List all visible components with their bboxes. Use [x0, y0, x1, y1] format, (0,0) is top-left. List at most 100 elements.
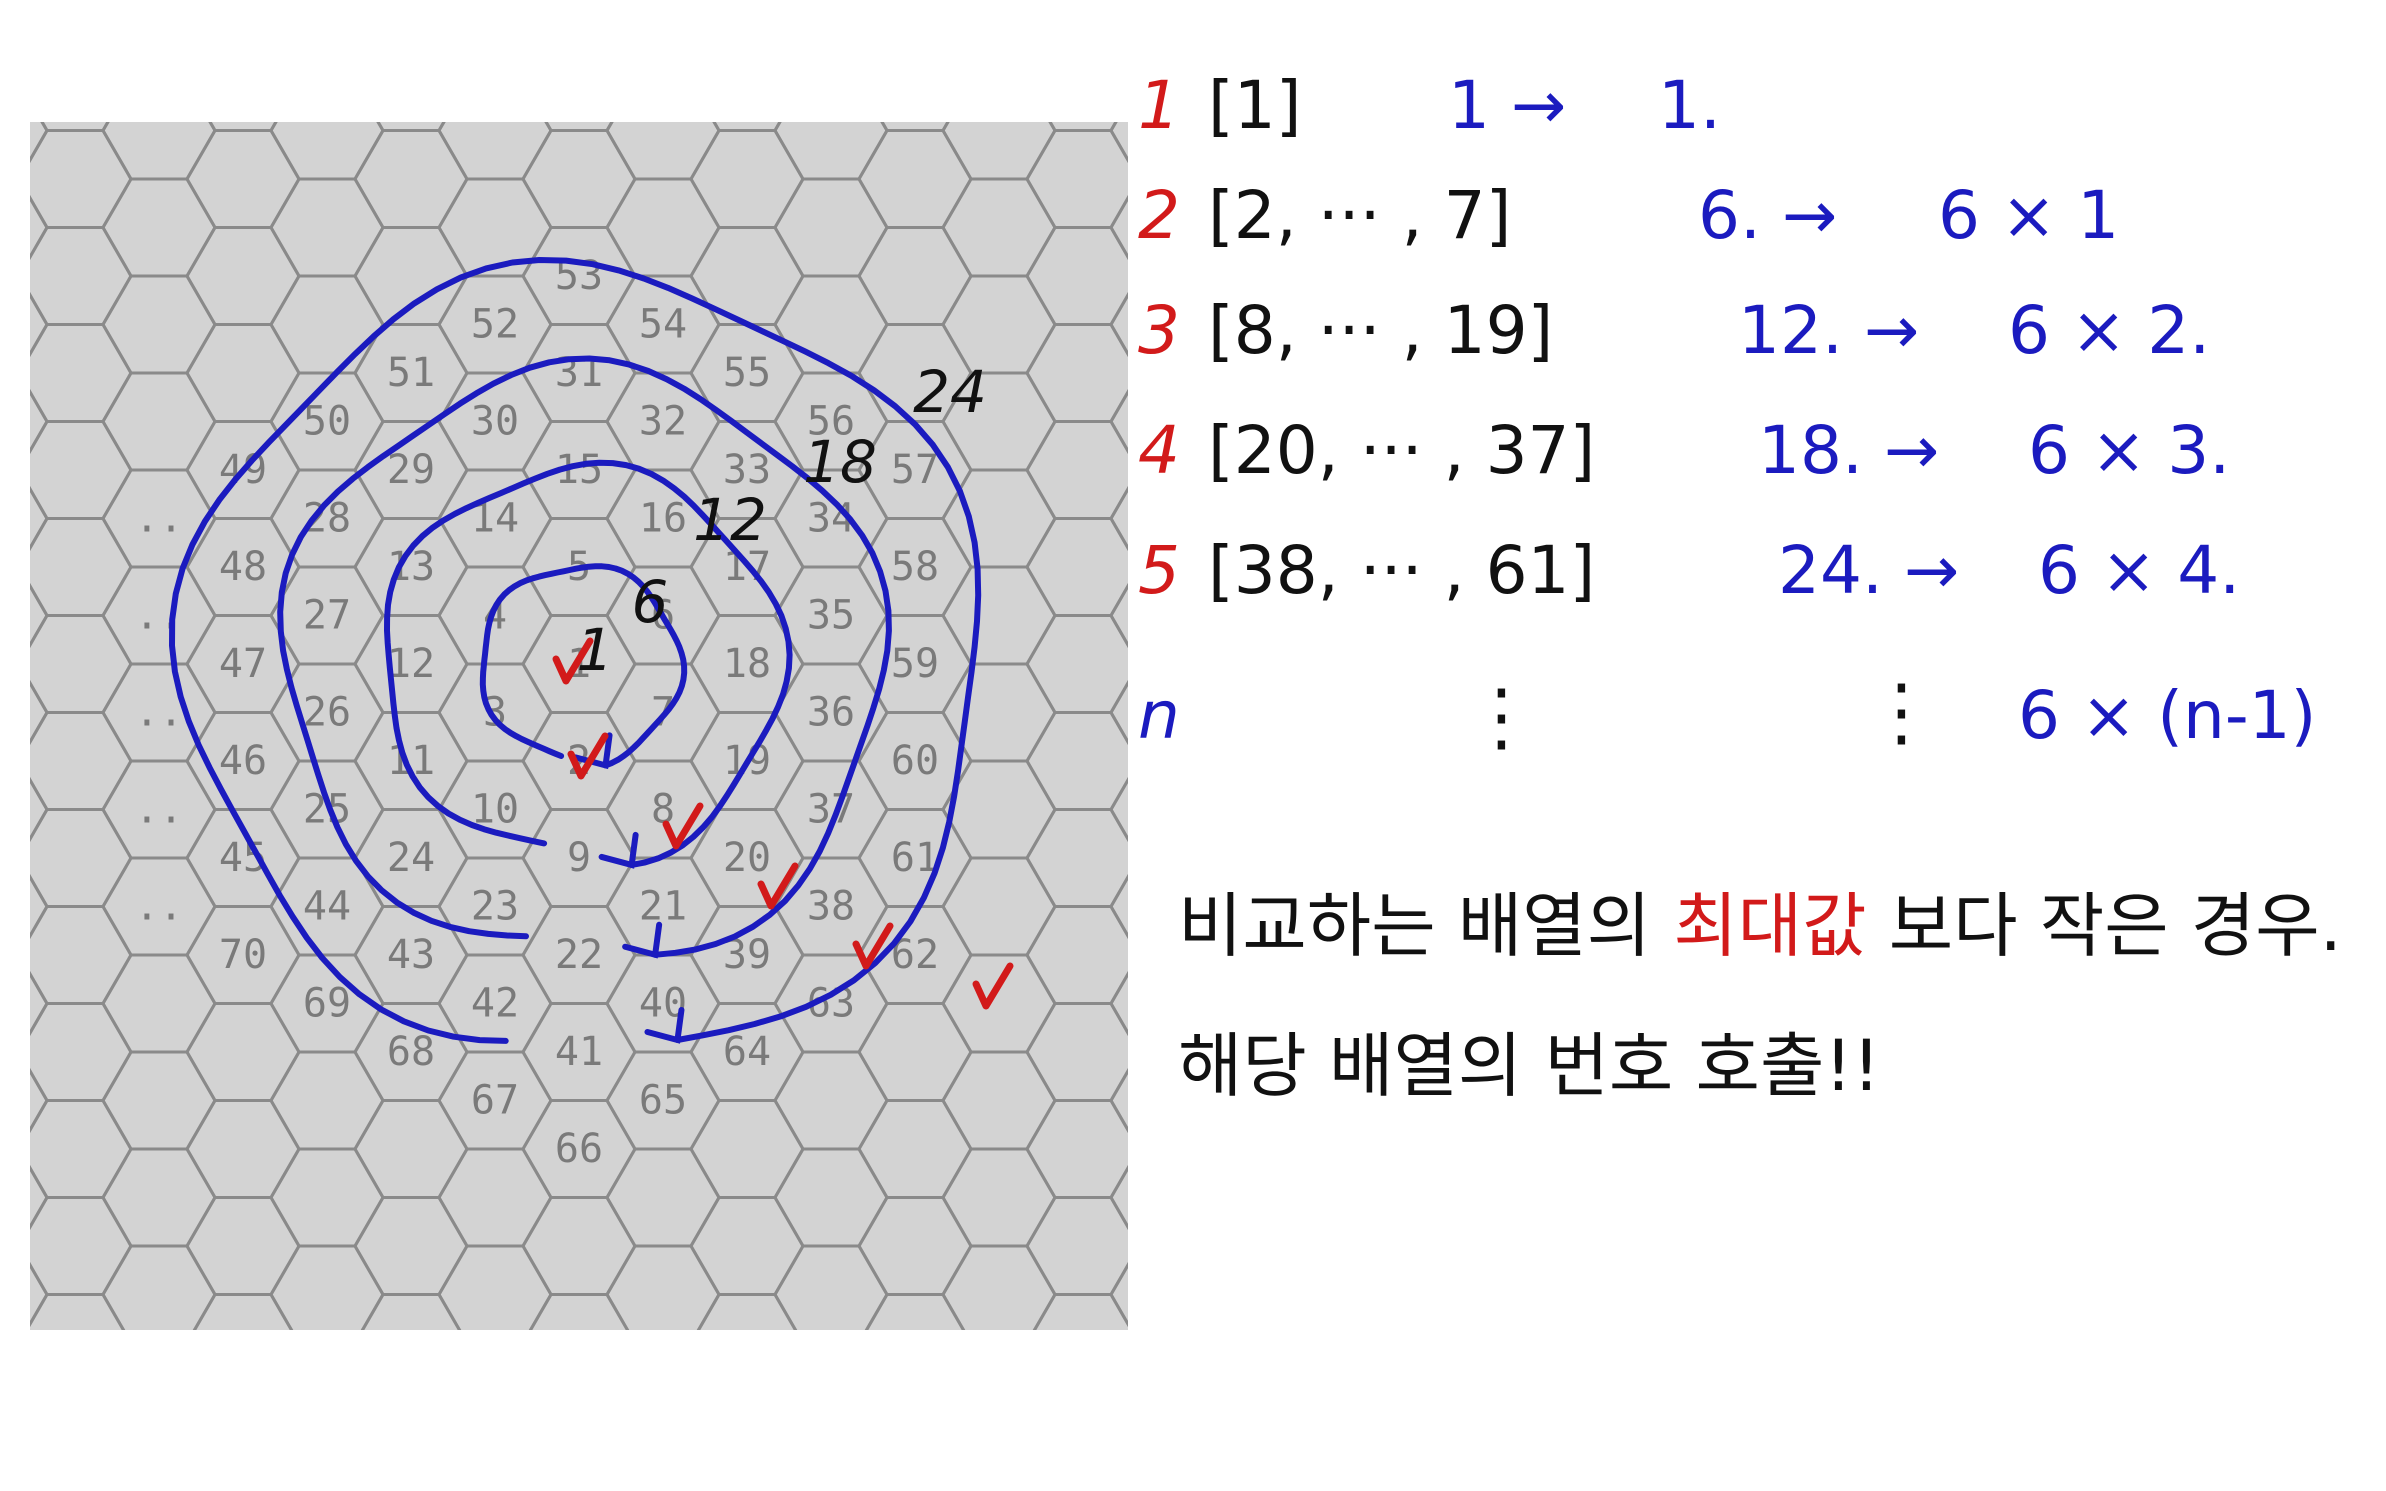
- hex-cell: [30, 680, 49, 745]
- row-formula: 6 × 1: [1938, 176, 2120, 254]
- row-number: 4: [1138, 411, 1180, 489]
- hex-cell: [30, 517, 133, 617]
- hex-cell: [30, 226, 133, 326]
- hex-cell: [101, 953, 217, 1054]
- hex-cell: [437, 1147, 553, 1248]
- spiral-ring: [277, 355, 892, 958]
- row-number: 5: [1138, 531, 1180, 609]
- hex-cell: [1109, 195, 1128, 260]
- row-number: 3: [1138, 291, 1180, 369]
- hex-cell: [521, 129, 637, 229]
- hex-cell: [30, 1196, 133, 1296]
- hex-cell-number: 27: [303, 593, 351, 639]
- hex-cell: [185, 1196, 301, 1296]
- spiral-arrowhead: [644, 1006, 685, 1044]
- hex-cell-number: 32: [639, 399, 687, 445]
- vertical-ellipsis: ···: [1890, 646, 1913, 782]
- hex-cell: [437, 122, 553, 181]
- hex-cell: [30, 420, 133, 520]
- hex-cell: [1109, 1165, 1128, 1230]
- hex-cell: [30, 195, 49, 260]
- hex-cell-number: 18: [723, 641, 771, 687]
- hex-cell: [1109, 389, 1128, 454]
- hex-cell: [101, 1147, 217, 1248]
- hex-cell: [30, 486, 49, 551]
- hex-cell: [30, 1099, 133, 1199]
- hex-cell: [269, 1244, 385, 1330]
- row-range: [20, ··· , 37]: [1208, 411, 1596, 489]
- row-number: 1: [1138, 66, 1180, 144]
- hex-cell-number: 22: [555, 932, 603, 978]
- ring-count-label: 18: [803, 428, 877, 496]
- hex-cell: [1109, 1068, 1128, 1133]
- hex-cell-number: 35: [807, 593, 855, 639]
- hex-cell: [857, 1002, 973, 1102]
- hex-cell: [1109, 486, 1128, 551]
- hex-cell: [269, 1147, 385, 1248]
- hex-cell: [30, 122, 49, 163]
- hex-cell: [437, 1244, 553, 1330]
- hex-cell: [30, 1002, 133, 1102]
- hex-cell: [101, 274, 217, 375]
- hex-cell: [857, 226, 973, 326]
- hex-cell: [1025, 1099, 1128, 1199]
- ring-count-label: 24: [913, 358, 987, 426]
- hex-cell: [521, 1196, 637, 1296]
- hex-cell-number: 30: [471, 399, 519, 445]
- hex-cell-number: 51: [387, 350, 435, 396]
- hex-cell: [185, 1099, 301, 1199]
- hex-cell-number: 23: [471, 884, 519, 930]
- row-count: 6. →: [1698, 176, 1838, 254]
- hex-cell: [1025, 711, 1128, 811]
- hex-cell-number: 54: [639, 302, 687, 348]
- hex-cell: [941, 177, 1057, 278]
- hex-cell-number: 46: [219, 738, 267, 784]
- hex-cell: [1025, 1196, 1128, 1296]
- hex-cell: [1025, 1002, 1128, 1102]
- row-range: [2, ··· , 7]: [1208, 176, 1512, 254]
- spiral-ring: [384, 459, 793, 868]
- hex-cell: [101, 122, 217, 181]
- hex-cell-number: 12: [387, 641, 435, 687]
- hex-cell: [101, 1244, 217, 1330]
- note-row: 4 [20, ··· , 37] 18. → 6 × 3.: [1138, 395, 2230, 505]
- hex-cell-number: 43: [387, 932, 435, 978]
- hex-cell-number: 33: [723, 447, 771, 493]
- hex-cell: [605, 122, 721, 181]
- memo-line1-pre: 비교하는 배열의: [1178, 885, 1674, 967]
- hex-cell: [1025, 614, 1128, 714]
- hex-cell-number: 68: [387, 1029, 435, 1075]
- hex-cell-number: 57: [891, 447, 939, 493]
- hex-cell: [857, 1099, 973, 1199]
- hex-cell-number: ..: [135, 787, 183, 833]
- note-row: 5 [38, ··· , 61] 24. → 6 × 4.: [1138, 515, 2240, 625]
- hex-cell-number: 26: [303, 690, 351, 736]
- hex-cell: [1025, 420, 1128, 520]
- hex-cell: [1025, 808, 1128, 908]
- spiral-ring: [169, 257, 982, 1044]
- hex-cell: [30, 129, 133, 229]
- hex-cell-number: 38: [807, 884, 855, 930]
- hex-cell: [941, 953, 1057, 1054]
- hex-cell: [353, 226, 469, 326]
- hex-cell: [30, 1165, 49, 1230]
- hex-cell: [689, 1196, 805, 1296]
- hex-cell: [269, 177, 385, 278]
- spiral-ring: [479, 563, 688, 769]
- hex-cell: [1109, 1262, 1128, 1327]
- row-formula: 1.: [1658, 66, 1721, 144]
- check-mark: [852, 922, 894, 970]
- spiral-arrowhead: [572, 732, 613, 770]
- spiral-arrowhead: [622, 921, 663, 959]
- hex-cell: [1109, 680, 1128, 745]
- hex-cell: [353, 1099, 469, 1199]
- hex-cell-number: 52: [471, 302, 519, 348]
- hex-cell: [857, 129, 973, 229]
- hex-cell: [269, 1050, 385, 1151]
- row-range: [38, ··· , 61]: [1208, 531, 1596, 609]
- hex-cell-number: 64: [723, 1029, 771, 1075]
- check-mark: [552, 637, 594, 685]
- hex-cell: [1109, 971, 1128, 1036]
- hex-cell: [605, 1147, 721, 1248]
- memo-line-1: 비교하는 배열의 최대값 보다 작은 경우.: [1178, 870, 2342, 971]
